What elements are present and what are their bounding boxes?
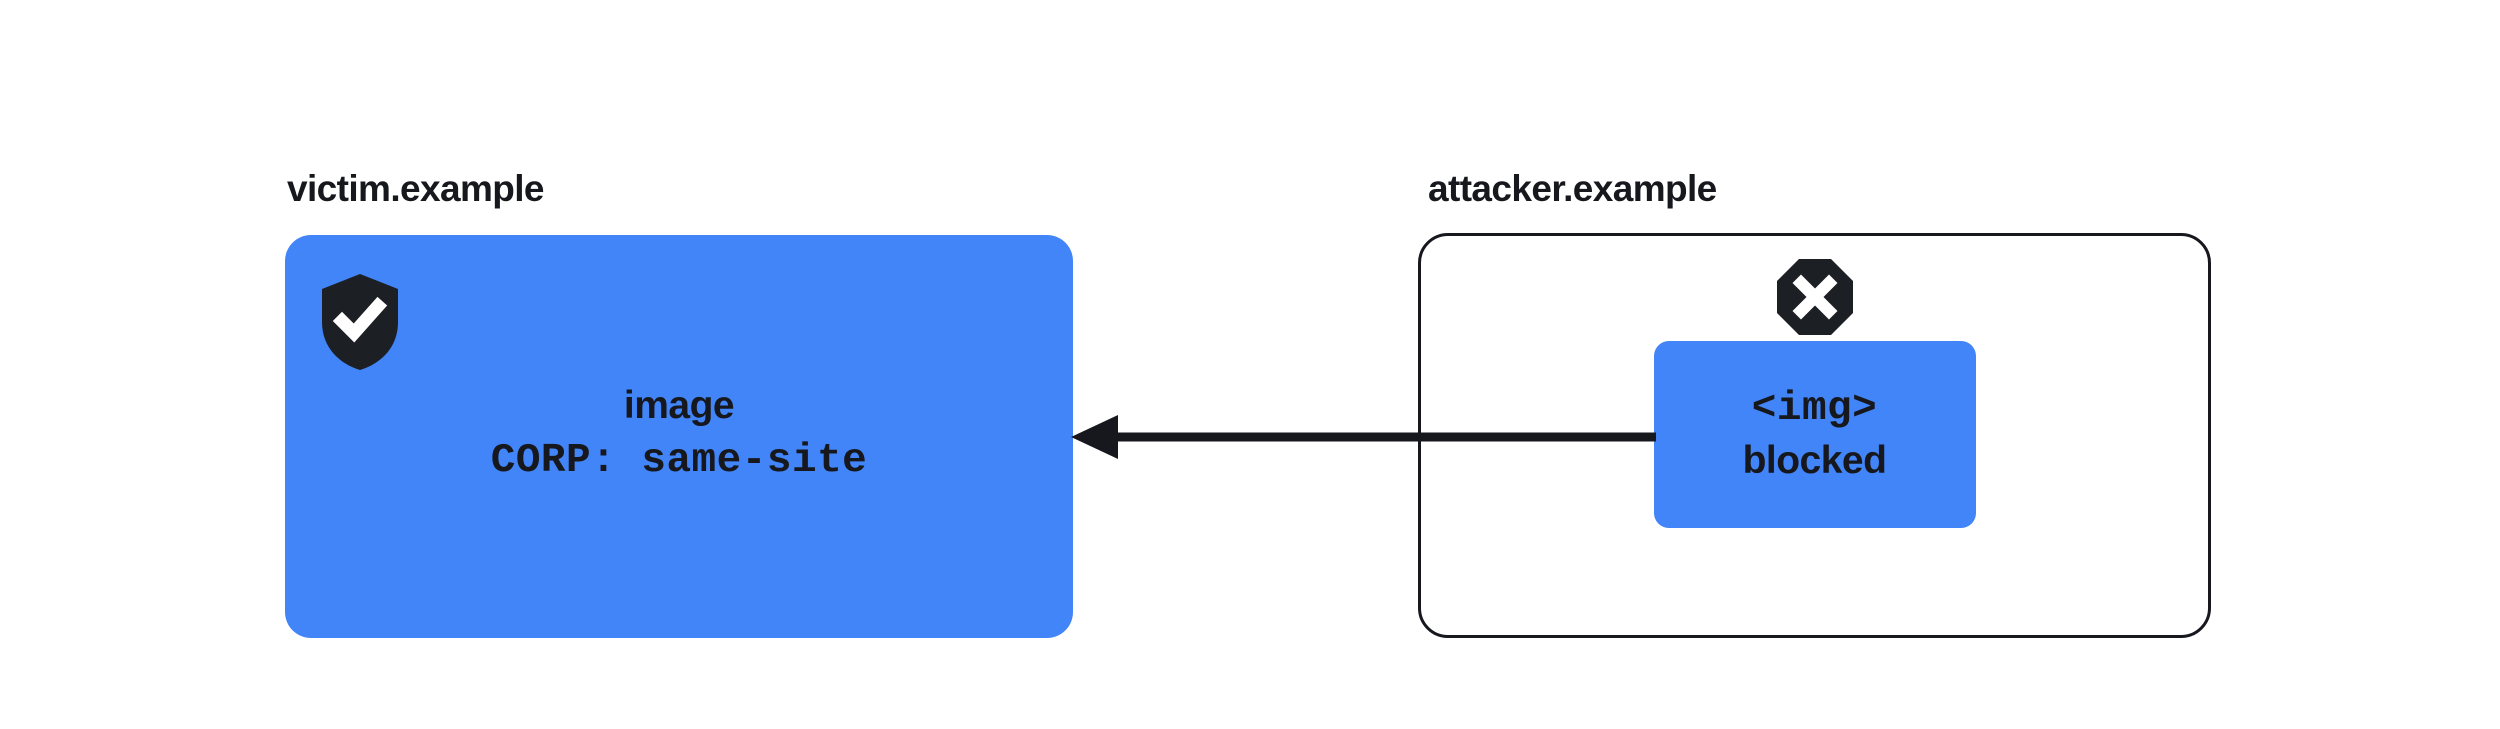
attacker-request-box: <img> blocked xyxy=(1653,341,1976,528)
victim-resource-text: image CORP: same-site xyxy=(285,383,1073,485)
attacker-origin-label: attacker.example xyxy=(1428,168,1717,209)
blocked-request-arrow xyxy=(1071,415,1656,459)
shield-check-icon xyxy=(322,274,398,370)
octagon-x-blocked-icon xyxy=(1776,259,1853,335)
victim-resource-box: image CORP: same-site xyxy=(285,235,1073,638)
victim-resource-corp-header: CORP: same-site xyxy=(490,438,868,485)
attacker-request-tag: <img> xyxy=(1751,385,1878,432)
victim-resource-type: image xyxy=(623,384,735,427)
attacker-origin-container: <img> blocked xyxy=(1418,233,2211,638)
attacker-request-status: blocked xyxy=(1742,438,1887,482)
victim-origin-label: victim.example xyxy=(287,168,545,209)
